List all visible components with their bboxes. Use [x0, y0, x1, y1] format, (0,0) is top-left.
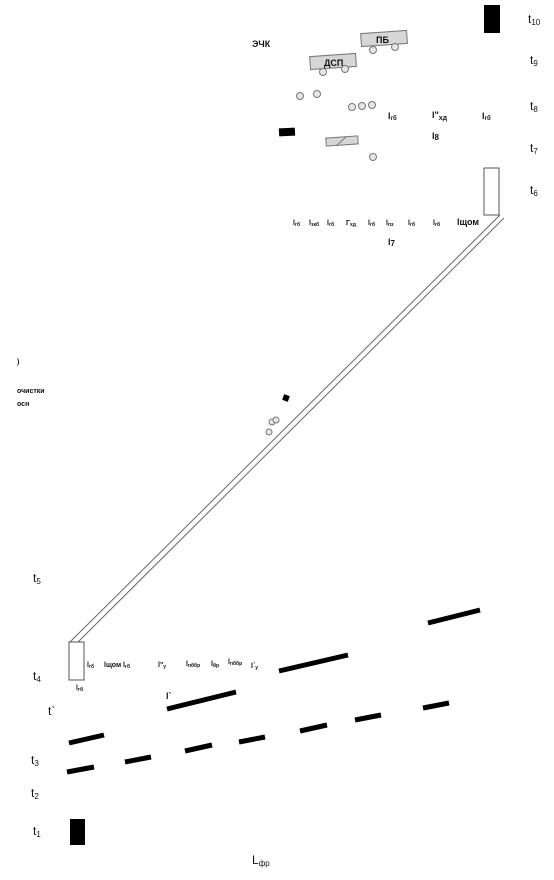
lower-row-item-7: lпббр [228, 659, 242, 667]
dsp-vehicle: ДСП [309, 52, 357, 76]
top-block [484, 5, 500, 33]
bottom-block [70, 819, 85, 845]
label-l-prime: l` [166, 691, 172, 701]
side-osn: осн [17, 401, 29, 408]
lower-row-item-6: lбр [211, 661, 219, 669]
lower-row-item-1: lгб [87, 662, 94, 670]
upper-row-item-2: lзкб [309, 220, 319, 228]
black-marker [278, 127, 296, 137]
segment-10 [124, 754, 152, 765]
segment-7 [299, 722, 328, 734]
pb-label: ПБ [376, 35, 389, 45]
label-l-hd: l"хд [432, 110, 448, 122]
lower-row-item-4: l"у [158, 662, 166, 670]
time-label-t4: t4 [33, 669, 41, 684]
roller-4 [358, 102, 366, 110]
side-paren: ) [17, 359, 19, 366]
dsp-label: ДСП [324, 58, 343, 68]
label-l-gb-1: lгб [388, 111, 397, 122]
upper-row-item-9: lщом [457, 217, 479, 227]
upper-row-item-6: lпз [386, 220, 394, 228]
segment-1 [427, 607, 481, 626]
roller-6 [369, 153, 377, 161]
diagonal-roller-2 [272, 416, 280, 424]
roller-1 [296, 92, 304, 100]
segment-11 [66, 764, 95, 775]
time-label-t8: t8 [530, 99, 538, 114]
time-label-t3: t3 [31, 753, 39, 768]
lower-row-item-8: l`у [251, 663, 258, 671]
time-label-t9: t9 [530, 53, 538, 68]
lower-row-item-3: lгб [123, 662, 130, 670]
column-lower [68, 641, 85, 681]
diagonal-marker [282, 394, 290, 402]
side-cleaning: очистки [17, 388, 45, 395]
lower-label-row: lгб lщом lгб l"у lпббр lбр lпббр l`у [87, 659, 258, 671]
column-upper [483, 167, 500, 216]
ehk-label: ЭЧК [252, 39, 271, 49]
lower-row-item-2: lщом [104, 662, 121, 669]
time-label-t2: t2 [31, 786, 39, 801]
segment-3 [166, 689, 237, 712]
segment-5 [422, 700, 450, 711]
label-l-gb-below: lгб [76, 685, 83, 693]
time-label-t7: t7 [530, 141, 538, 156]
roller-5 [368, 101, 376, 109]
label-l7: l7 [388, 237, 396, 248]
lower-row-item-5: lпббр [186, 661, 200, 669]
roller-2 [313, 90, 321, 98]
upper-row-item-5: lгб [368, 220, 375, 228]
upper-row-item-3: lгб [327, 220, 334, 228]
roller-3 [348, 103, 356, 111]
time-label-t-prime: t` [48, 704, 55, 718]
diagonal-track [69, 214, 505, 646]
upper-row-item-1: lгб [293, 220, 300, 228]
slanted-box [325, 135, 359, 147]
upper-row-item-7: lгб [408, 220, 415, 228]
upper-row-item-4: Гхд [346, 220, 357, 228]
segment-2 [278, 652, 349, 674]
diagonal-roller-3 [265, 428, 273, 436]
label-l-fr: Lфр [252, 853, 270, 868]
time-label-t6: t6 [530, 183, 538, 198]
label-l8: l8 [432, 131, 440, 142]
upper-label-row: lгб lзкб lгб Гхд lгб lпз lгб lгб lщом [293, 217, 479, 228]
time-label-t10: t10 [528, 12, 541, 27]
segment-4 [68, 732, 105, 746]
upper-row-item-8: lгб [433, 220, 440, 228]
pb-vehicle: ПБ [360, 29, 408, 54]
segment-8 [238, 734, 266, 745]
time-label-t5: t5 [33, 571, 41, 586]
label-l-gb-2: lгб [482, 111, 491, 122]
segment-9 [184, 742, 213, 754]
segment-6 [354, 712, 382, 723]
time-label-t1: t1 [33, 824, 41, 839]
segments [66, 607, 481, 775]
